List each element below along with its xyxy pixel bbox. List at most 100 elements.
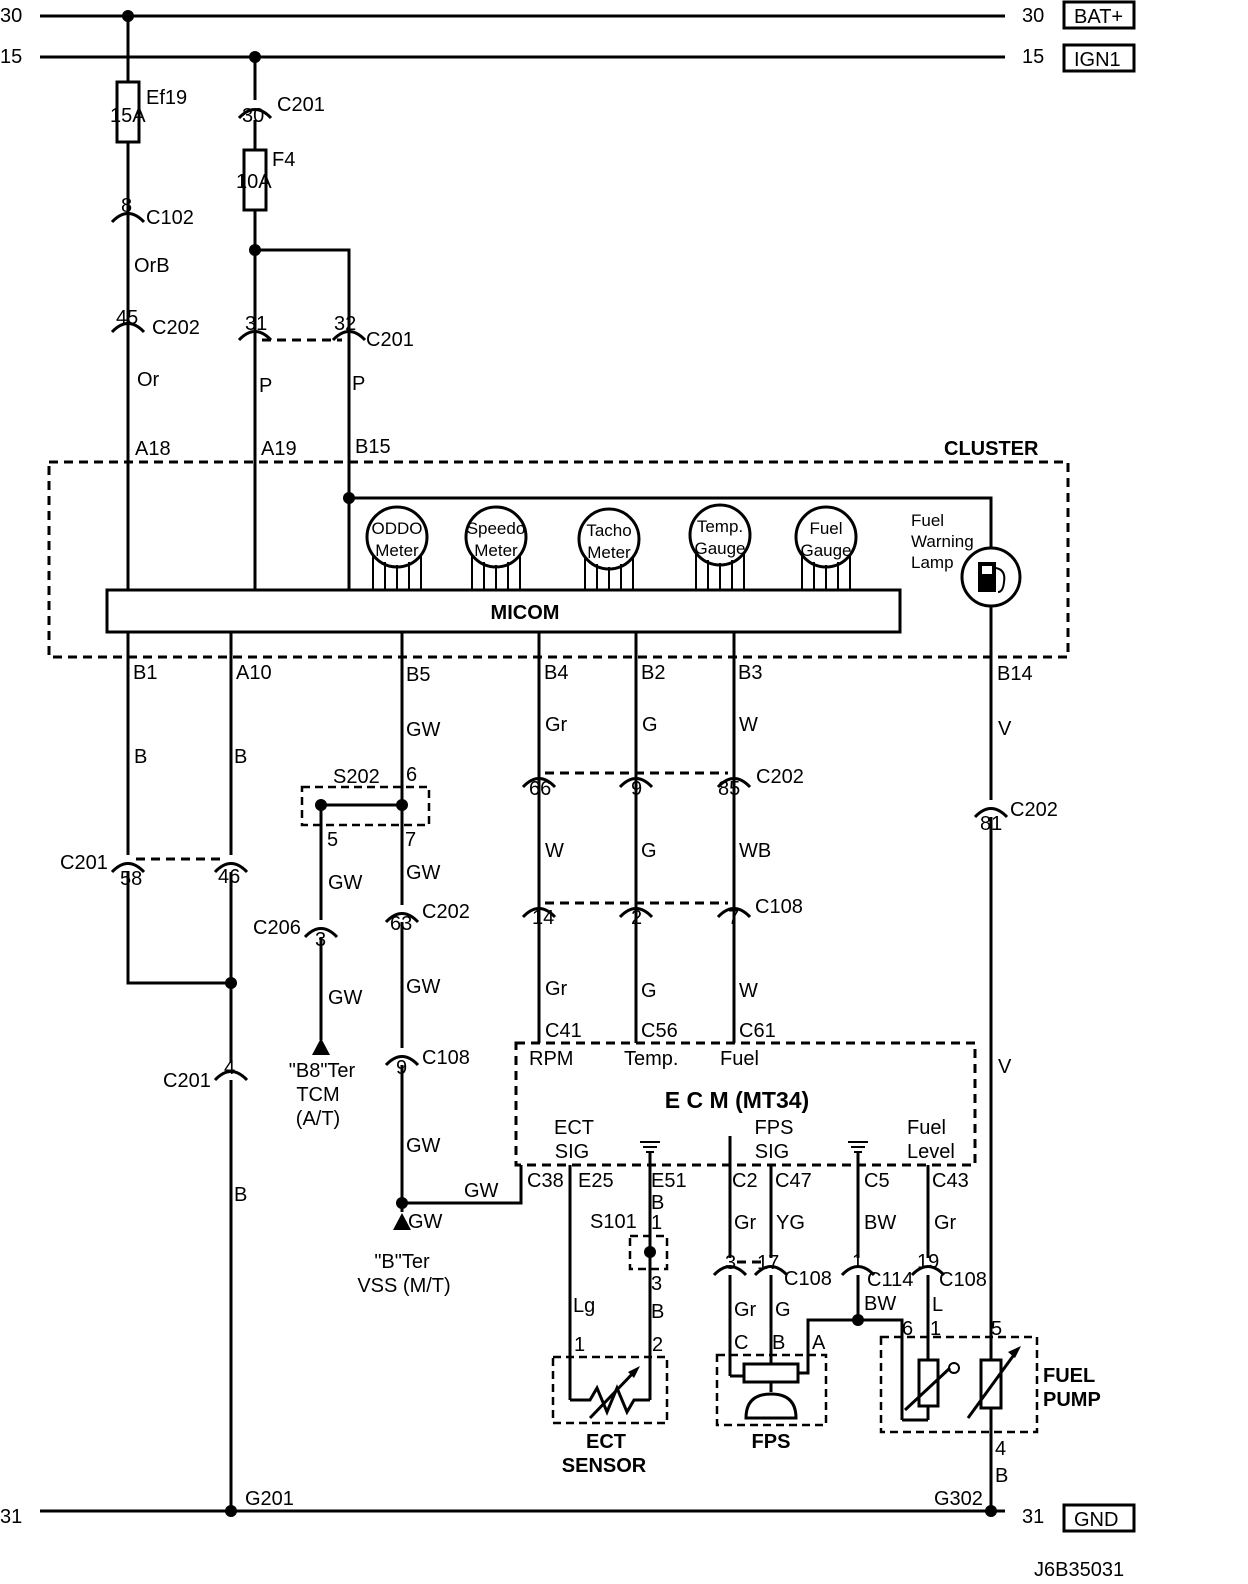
fps-circuit: Gr YG 3 17 C108 Gr G C B A FPS xyxy=(712,1165,858,1453)
connector-label: C201 xyxy=(163,1070,211,1092)
connector-label: C206 xyxy=(253,917,301,939)
pin-label: 1 xyxy=(651,1212,662,1234)
splice-s101 xyxy=(628,1234,669,1271)
device-label: VSS (M/T) xyxy=(357,1275,450,1297)
wire-color: Gr xyxy=(934,1212,957,1234)
connector-label: C108 xyxy=(939,1269,987,1291)
pin-label: 46 xyxy=(218,866,240,888)
wire-color: Or xyxy=(137,369,160,391)
rail-label: 30 xyxy=(0,5,22,27)
terminal-label: B4 xyxy=(544,662,568,684)
connector-label: C201 xyxy=(277,94,325,116)
wire-color: B xyxy=(651,1192,664,1214)
connector-label: C202 xyxy=(422,901,470,923)
pin-label: 19 xyxy=(917,1251,939,1273)
ecm-pin-label: ECT xyxy=(554,1117,594,1139)
ground-label: G302 xyxy=(934,1488,983,1510)
pin-label: 8 xyxy=(121,195,132,217)
device-label: FPS xyxy=(752,1431,791,1453)
rail-tag-box xyxy=(1062,43,1136,73)
terminal-label: C2 xyxy=(732,1170,758,1192)
wire-color: OrB xyxy=(134,255,170,277)
wire-color: Gr xyxy=(545,714,568,736)
pin-label: 17 xyxy=(757,1252,779,1274)
device-label: "B8"Ter xyxy=(289,1060,356,1082)
terminal-label: B14 xyxy=(997,663,1033,685)
terminal-arrow xyxy=(312,1038,330,1055)
wire-c43: Gr 19 C108 L xyxy=(910,1165,987,1360)
wire-color: Gr xyxy=(734,1299,757,1321)
terminal-label: A19 xyxy=(261,438,297,460)
terminal-label: C41 xyxy=(545,1020,582,1042)
pin-label: 6 xyxy=(902,1318,913,1340)
fuel-pump-box xyxy=(879,1335,1039,1434)
wire-color: B xyxy=(234,746,247,768)
pin-label: 4 xyxy=(995,1438,1006,1460)
connector-label: C108 xyxy=(422,1047,470,1069)
wire-color: Gr xyxy=(545,978,568,1000)
fps-element xyxy=(742,1362,800,1384)
pin-label: 1 xyxy=(852,1251,863,1273)
terminal-label: B2 xyxy=(641,662,665,684)
wire-color: L xyxy=(932,1294,943,1316)
pin-label: C xyxy=(734,1332,748,1354)
terminal-arrow xyxy=(393,1213,411,1230)
wire-color: G xyxy=(775,1299,791,1321)
wire-f4: 30 C201 F4 10A 31 32 C201 P P A19 B15 xyxy=(236,57,414,590)
pin-label: 66 xyxy=(529,778,551,800)
gauge-label: Meter xyxy=(474,541,518,560)
wire-ef19: Ef19 15A 8 C102 OrB 45 C202 Or A18 xyxy=(110,16,200,590)
fuse-rating: 15A xyxy=(110,105,146,127)
gauge-label: Speedo xyxy=(467,519,526,538)
terminal-label: E51 xyxy=(651,1170,687,1192)
pin-label: 1 xyxy=(574,1334,585,1356)
terminal-label: E25 xyxy=(578,1170,614,1192)
lamp-label: Warning xyxy=(911,532,974,551)
terminal-label: C43 xyxy=(932,1170,969,1192)
cluster: CLUSTER ODDO Meter Speedo Meter Tacho Me… xyxy=(47,438,1070,800)
variable-resistor-arrow xyxy=(588,1368,638,1420)
wire-color: W xyxy=(739,714,758,736)
rail-tag: IGN1 xyxy=(1074,49,1121,71)
gauge-oddo-meter: ODDO Meter xyxy=(365,505,429,590)
gauge-tacho-meter: Tacho Meter xyxy=(577,507,641,590)
pin-label: 4 xyxy=(224,1057,235,1079)
wire-color: Gr xyxy=(734,1212,757,1234)
terminal-label: B5 xyxy=(406,664,430,686)
wire-color: YG xyxy=(776,1212,805,1234)
gauge-label: Fuel xyxy=(809,519,842,538)
connector-label: C201 xyxy=(60,852,108,874)
lamp-label: Lamp xyxy=(911,553,954,572)
wire-color: B xyxy=(234,1184,247,1206)
splice-s202 xyxy=(300,785,431,827)
fuse-rating: 10A xyxy=(236,171,272,193)
pin-label: 45 xyxy=(116,307,138,329)
pin-label: 5 xyxy=(991,1318,1002,1340)
gauge-label: Gauge xyxy=(694,539,745,558)
connector-label: C108 xyxy=(755,896,803,918)
rail-ign: 15 15 IGN1 xyxy=(0,43,1136,73)
ect-sensor-box xyxy=(551,1355,669,1425)
fps-box xyxy=(715,1353,828,1427)
wire-color: G xyxy=(641,980,657,1002)
ecm-pin-label: Level xyxy=(907,1141,955,1163)
connector-label: C202 xyxy=(152,317,200,339)
pin-label: 32 xyxy=(334,313,356,335)
wire-b1-a10: B1 A10 B B C201 58 46 4 C201 B xyxy=(60,632,272,1511)
micom-label: MICOM xyxy=(491,602,560,624)
connector-label: C202 xyxy=(756,766,804,788)
pin-label: B xyxy=(772,1332,785,1354)
wire-color: B xyxy=(651,1301,664,1323)
device-label: TCM xyxy=(296,1084,339,1106)
rail-label: 30 xyxy=(1022,5,1044,27)
wire-b14: B14 V 81 C202 V xyxy=(973,663,1058,1367)
wire-color: P xyxy=(259,375,272,397)
pin-label: 7 xyxy=(728,907,739,929)
wire-b5: B5 GW S202 6 5 7 GW 3 C206 GW "B8"Ter TC… xyxy=(253,632,523,1297)
connector-label: C202 xyxy=(1010,799,1058,821)
rail-label: 15 xyxy=(0,46,22,68)
wire-color: B xyxy=(134,746,147,768)
ecm-pin-label: SIG xyxy=(555,1141,589,1163)
ecm-pin-label: Temp. xyxy=(624,1048,678,1070)
cluster-boundary xyxy=(47,460,1070,659)
